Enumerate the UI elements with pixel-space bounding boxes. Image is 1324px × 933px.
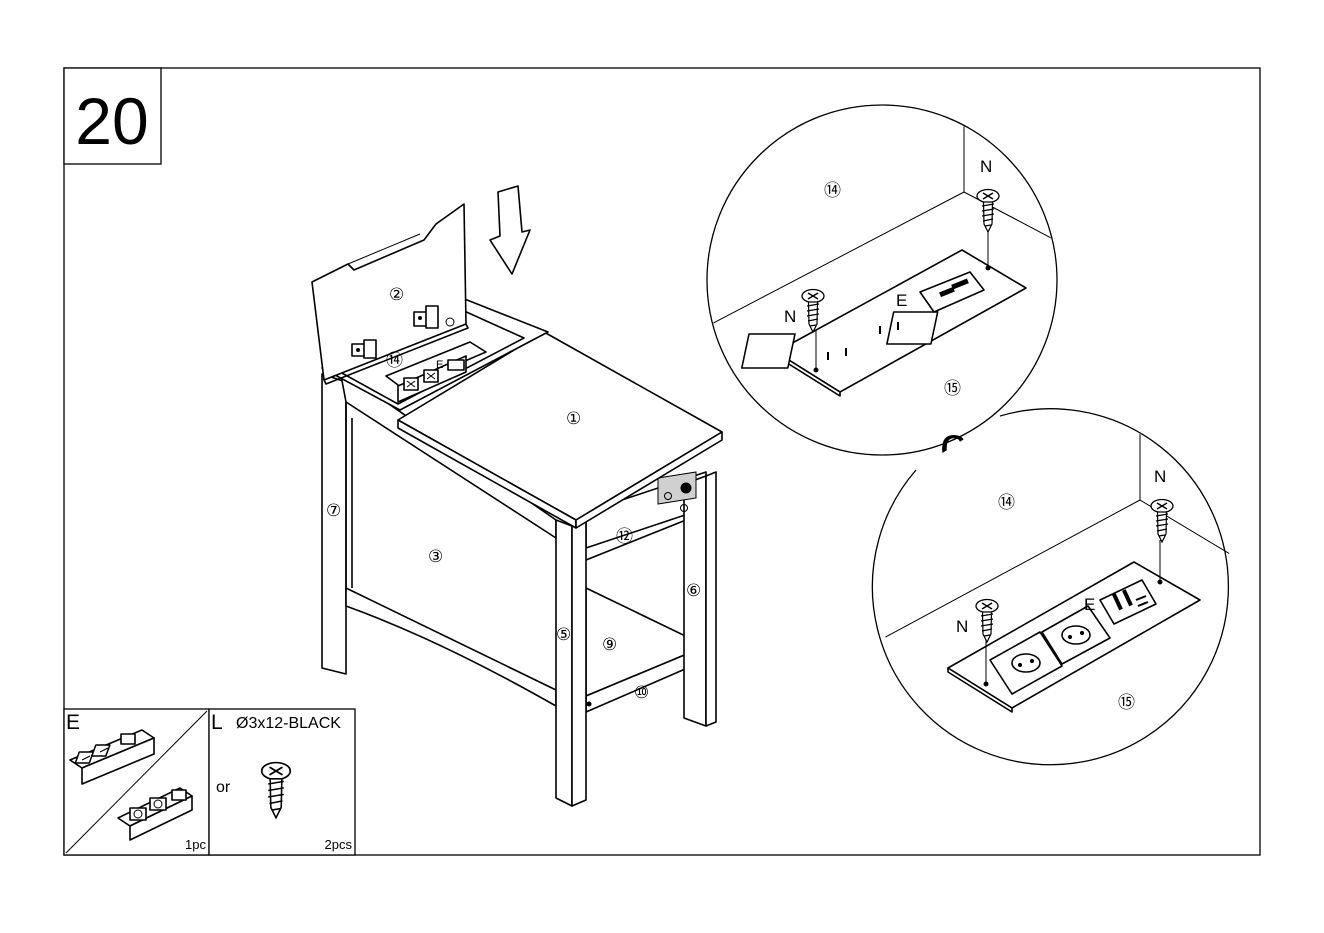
- callout-outlet-us: ⑮: [944, 379, 961, 398]
- part-e-letter: E: [66, 711, 80, 734]
- part-l-spec: Ø3x12-BLACK: [236, 715, 341, 732]
- label-shelf-rail: ⑩: [634, 683, 649, 702]
- label-drawer-rail: ⑫: [616, 527, 633, 546]
- hinge-ground-label: E: [436, 359, 443, 371]
- table-assembly: E ① ② ⑭ ③ ⑦ ⑤ ⑥ ⑫ ⑨ ⑩: [312, 186, 722, 806]
- callout-ground-us: E: [896, 291, 907, 310]
- callout-opening-us: ⑭: [824, 181, 841, 200]
- label-front-leg: ⑤: [556, 625, 571, 644]
- detail-circle-us: N E N ⑭ ⑮: [700, 105, 1070, 455]
- label-side-panel: ③: [428, 547, 443, 566]
- callout-outlet-eu: ⑮: [1118, 693, 1135, 712]
- part-l-qty: 2pcs: [325, 837, 353, 852]
- parts-box-e: E 1pc: [64, 709, 209, 855]
- label-opening: ⑭: [386, 351, 403, 370]
- callout-screw-eu-right: N: [1154, 467, 1166, 486]
- step-number: 20: [75, 84, 148, 158]
- detail-circle-eu: N E N ⑭ ⑮: [872, 409, 1240, 765]
- label-lid: ②: [389, 285, 404, 304]
- callout-opening-eu: ⑭: [998, 493, 1015, 512]
- label-top: ①: [566, 409, 581, 428]
- label-shelf: ⑨: [602, 635, 617, 654]
- label-right-leg: ⑥: [686, 581, 701, 600]
- callout-screw-us-right: N: [980, 157, 992, 176]
- part-l-or: or: [216, 779, 231, 796]
- part-l-letter: L: [211, 711, 223, 734]
- callout-screw-us-left: N: [784, 307, 796, 326]
- parts-box-l: L Ø3x12-BLACK or 2pcs: [209, 709, 355, 855]
- label-back-leg: ⑦: [326, 501, 341, 520]
- down-arrow-icon: [490, 186, 530, 274]
- step-number-box: 20: [64, 68, 161, 164]
- callout-screw-eu-left: N: [956, 617, 968, 636]
- part-e-qty: 1pc: [185, 837, 206, 852]
- callout-ground-eu: E: [1084, 595, 1095, 614]
